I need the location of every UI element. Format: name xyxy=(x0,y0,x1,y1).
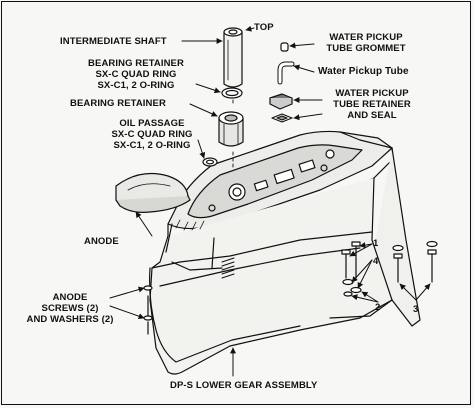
label-water-pickup-tube: Water Pickup Tube xyxy=(318,66,409,77)
label-intermediate-shaft: INTERMEDIATE SHAFT xyxy=(60,36,167,47)
label-line: ANODE xyxy=(52,292,88,303)
intermediate-shaft xyxy=(223,27,243,169)
callout-4: 4 xyxy=(373,256,379,267)
label-line: AND WASHERS (2) xyxy=(26,314,114,325)
label-line: SCREWS (2) xyxy=(41,303,99,314)
anode xyxy=(115,173,191,213)
label-line: WATER PICKUP xyxy=(335,88,409,99)
label-water-pickup-tube-retainer: WATER PICKUP TUBE RETAINER AND SEAL xyxy=(322,88,422,121)
callout-1: 1 xyxy=(373,238,379,249)
label-line: WATER PICKUP xyxy=(329,32,403,43)
label-line: SX-C1, 2 O-RING xyxy=(97,80,175,91)
assembly-screws-group xyxy=(143,240,438,335)
bearing-retainer-quad-ring xyxy=(221,87,243,99)
label-line: TUBE GROMMET xyxy=(326,43,406,54)
callout-2: 2 xyxy=(375,302,381,313)
label-line: SX-C QUAD RING xyxy=(111,129,193,140)
label-line: SX-C QUAD RING xyxy=(95,69,177,80)
label-top: TOP xyxy=(254,22,274,33)
label-anode: ANODE xyxy=(84,236,119,247)
water-pickup-tube-retainer xyxy=(269,93,293,123)
label-anode-screws-washers: ANODE SCREWS (2) AND WASHERS (2) xyxy=(22,292,118,325)
label-bearing-retainer: BEARING RETAINER xyxy=(70,98,166,109)
label-bearing-retainer-quad-ring: BEARING RETAINER SX-C QUAD RING SX-C1, 2… xyxy=(74,58,198,91)
label-line: SX-C1, 2 O-RING xyxy=(113,140,191,151)
gear-housing xyxy=(149,130,421,375)
callout-3: 3 xyxy=(413,304,419,315)
label-line: BEARING RETAINER xyxy=(88,58,184,69)
label-dp-s-lower-gear-assembly: DP-S LOWER GEAR ASSEMBLY xyxy=(170,380,318,391)
water-pickup-tube xyxy=(277,61,295,85)
label-water-pickup-tube-grommet: WATER PICKUP TUBE GROMMET xyxy=(314,32,418,54)
water-pickup-tube-grommet xyxy=(280,42,289,52)
leader-lines xyxy=(109,25,431,377)
oil-passage-o-ring xyxy=(202,157,218,167)
label-oil-passage: OIL PASSAGE SX-C QUAD RING SX-C1, 2 O-RI… xyxy=(100,118,204,151)
bearing-retainer xyxy=(218,111,244,147)
label-line: OIL PASSAGE xyxy=(119,118,185,129)
label-line: AND SEAL xyxy=(347,110,397,121)
label-line: TUBE RETAINER xyxy=(333,99,411,110)
